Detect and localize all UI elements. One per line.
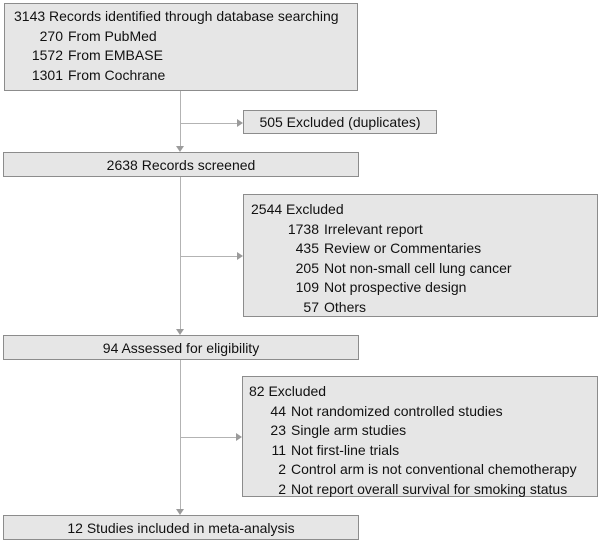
list-item: 205 Not non-small cell lung cancer <box>251 259 591 279</box>
box-records-screened: 2638 Records screened <box>3 152 359 177</box>
item-count: 57 <box>303 298 319 315</box>
item-label: Control arm is not conventional chemothe… <box>291 461 577 477</box>
box-records-identified: 3143 Records identified through database… <box>4 3 358 91</box>
box-title: 505 Excluded (duplicates) <box>259 114 421 130</box>
list-item: 2 Control arm is not conventional chemoth… <box>249 460 591 480</box>
item-label: Others <box>324 298 367 315</box>
list-item: 435 Review or Commentaries <box>251 239 591 259</box>
item-count: 1738 <box>287 220 319 237</box>
box-title: 12 Studies included in meta-analysis <box>67 519 295 536</box>
item-label: Irrelevant report <box>324 220 423 237</box>
item-count: 2 <box>278 461 286 477</box>
box-included-meta-analysis: 12 Studies included in meta-analysis <box>3 515 359 540</box>
box-assessed-eligibility: 94 Assessed for eligibility <box>3 335 359 360</box>
list-item: 270 From PubMed <box>14 27 349 47</box>
list-item: 23 Single arm studies <box>249 421 591 441</box>
item-label: Not report overall survival for smoking … <box>291 480 568 497</box>
item-count: 1572 <box>31 47 63 63</box>
item-count: 435 <box>295 240 319 256</box>
item-count: 2 <box>278 480 286 497</box>
flow-line-vertical-2 <box>180 177 181 329</box>
flow-line-branch-eligibility <box>180 437 236 438</box>
item-count: 205 <box>295 259 319 276</box>
flow-line-branch-screening <box>180 256 237 257</box>
item-label: From EMBASE <box>68 47 163 63</box>
flow-line-vertical-1 <box>180 91 181 146</box>
box-title: 82 Excluded <box>249 383 327 399</box>
item-label: Review or Commentaries <box>324 240 482 256</box>
item-count: 270 <box>39 27 63 44</box>
item-label: Not non-small cell lung cancer <box>324 259 512 276</box>
item-label: Single arm studies <box>291 422 407 438</box>
box-title: 3143 Records identified through database… <box>14 8 339 24</box>
item-count: 109 <box>295 279 319 295</box>
item-label: Not prospective design <box>324 279 467 295</box>
box-title: 94 Assessed for eligibility <box>102 339 260 356</box>
arrowhead-right-icon <box>236 433 242 441</box>
arrowhead-right-icon <box>237 252 243 260</box>
item-count: 23 <box>270 422 286 438</box>
item-count: 11 <box>271 441 286 458</box>
list-item: 2 Not report overall survival for smoking… <box>249 480 591 500</box>
list-item: 109 Not prospective design <box>251 278 591 298</box>
arrowhead-down-icon <box>176 146 184 152</box>
list-item: 1301 From Cochrane <box>14 66 349 86</box>
list-item: 44 Not randomized controlled studies <box>249 402 591 422</box>
box-excluded-screening: 2544 Excluded 1738 Irrelevant report 435 R… <box>243 194 598 317</box>
item-label: Not randomized controlled studies <box>291 402 503 419</box>
item-label: From PubMed <box>68 27 157 44</box>
item-label: Not first-line trials <box>291 441 400 458</box>
box-excluded-eligibility: 82 Excluded 44 Not randomized controlled … <box>242 376 598 497</box>
arrowhead-down-icon <box>176 509 184 515</box>
list-item: 1572 From EMBASE <box>14 46 349 66</box>
flow-line-vertical-3 <box>180 360 181 509</box>
box-title: 2544 Excluded <box>251 201 344 217</box>
item-count: 1301 <box>31 66 63 83</box>
flow-line-branch-duplicates <box>180 123 237 124</box>
arrowhead-down-icon <box>176 329 184 335</box>
list-item: 1738 Irrelevant report <box>251 220 591 240</box>
arrowhead-right-icon <box>237 119 243 127</box>
list-item: 11 Not first-line trials <box>249 441 591 461</box>
item-label: From Cochrane <box>68 66 166 83</box>
list-item: 57 Others <box>251 298 591 318</box>
item-count: 44 <box>270 402 286 419</box>
box-excluded-duplicates: 505 Excluded (duplicates) <box>243 110 437 134</box>
box-title: 2638 Records screened <box>106 156 256 173</box>
